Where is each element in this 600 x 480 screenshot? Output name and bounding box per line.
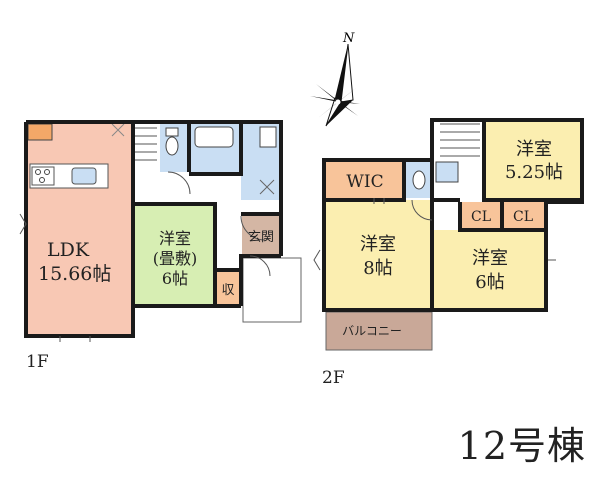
north-label: N	[342, 31, 355, 46]
sink	[71, 167, 97, 185]
floor-2-label: 2F	[322, 368, 345, 388]
stairs-1f	[133, 122, 159, 172]
refrigerator	[27, 123, 53, 141]
closet-right-label: CL	[513, 209, 533, 225]
north-arrow-icon	[310, 43, 360, 127]
closet-left-label: CL	[471, 209, 491, 225]
genkan-label: 玄関	[248, 230, 274, 245]
room-western-8	[324, 200, 432, 310]
genkan	[242, 216, 280, 256]
washitsu-size: 6帖	[162, 269, 188, 288]
ldk-name: LDK	[47, 239, 90, 261]
ldk-size: 15.66帖	[38, 263, 111, 285]
balcony-label: バルコニー	[342, 324, 402, 338]
room-ldk	[26, 122, 133, 334]
room525-name: 洋室	[516, 139, 552, 160]
floor-2-plan	[313, 118, 584, 351]
room-western-6	[434, 230, 544, 310]
closet-right	[504, 202, 544, 228]
washitsu-name: 洋室	[159, 229, 191, 248]
room8-name: 洋室	[360, 234, 396, 255]
closet-left	[460, 202, 502, 228]
room6-name: 洋室	[472, 248, 508, 269]
storage-1f	[216, 270, 240, 306]
room-western-5-25	[486, 120, 580, 200]
washitsu-note: (畳敷)	[153, 249, 198, 268]
room-washitsu	[135, 204, 215, 308]
stairs-2f	[434, 120, 484, 160]
floor-1-label: 1F	[26, 352, 49, 372]
stove	[31, 166, 55, 186]
entrance-porch	[242, 257, 302, 323]
balcony	[325, 311, 433, 351]
wic-label: WIC	[346, 172, 383, 192]
floor-1-plan	[19, 120, 302, 342]
room525-size: 5.25帖	[505, 162, 563, 183]
building-number: 12号棟	[457, 424, 586, 468]
room-wic	[326, 162, 404, 198]
storage-label: 収	[221, 283, 234, 298]
room8-size: 8帖	[363, 258, 392, 279]
room6-size: 6帖	[475, 272, 504, 293]
